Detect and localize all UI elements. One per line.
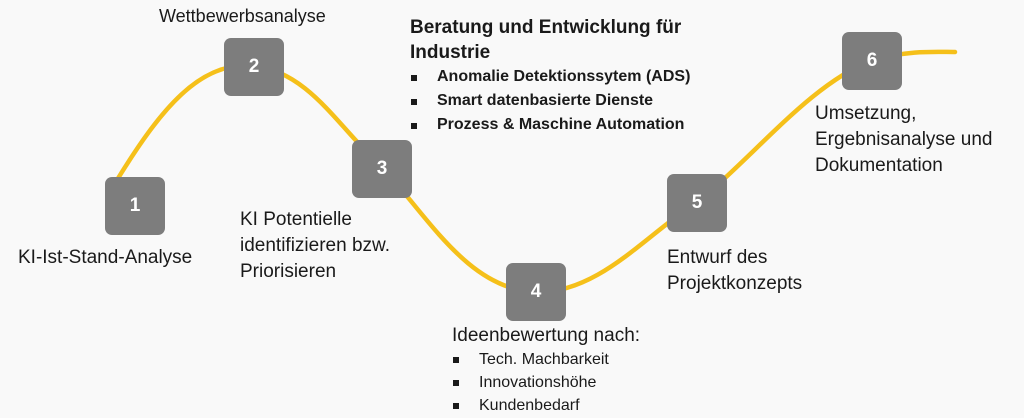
step-4-label-block: Ideenbewertung nach: Tech. Machbarkeit I… xyxy=(452,324,640,417)
step-4-bullet-item: Innovationshöhe xyxy=(452,371,640,394)
highlight-bullet-item: Anomalie Detektionssytem (ADS) xyxy=(410,65,690,89)
step-4-label: Ideenbewertung nach: xyxy=(452,325,641,346)
step-1-box: 1 xyxy=(105,177,165,235)
step-4-bullet-item: Kundenbedarf xyxy=(452,394,640,417)
step-2-label: Wettbewerbsanalyse xyxy=(159,6,326,26)
step-5-label-line-1: Entwurf des xyxy=(667,247,768,268)
step-6-label-line-1: Umsetzung, xyxy=(815,103,917,124)
highlight-block: Beratung und Entwicklung für Industrie A… xyxy=(410,15,690,137)
step-6-label: Umsetzung, Ergebnisanalyse und Dokumenta… xyxy=(815,101,992,179)
highlight-title-line-1: Beratung und Entwicklung für xyxy=(410,17,682,38)
step-1-label: KI-Ist-Stand-Analyse xyxy=(18,247,193,268)
highlight-title-line-2: Industrie xyxy=(410,42,491,63)
step-6-label-line-3: Dokumentation xyxy=(815,155,943,176)
highlight-bullet-item: Smart datenbasierte Dienste xyxy=(410,89,690,113)
step-5-label-line-2: Projektkonzepts xyxy=(667,273,803,294)
step-4-number: 4 xyxy=(530,281,542,302)
step-5-box: 5 xyxy=(667,174,727,232)
step-4-bullet-item: Tech. Machbarkeit xyxy=(452,348,640,371)
highlight-bullet-item: Prozess & Maschine Automation xyxy=(410,113,690,137)
step-3-label-line-1: KI Potentielle xyxy=(240,209,352,230)
step-3-label-line-3: Priorisieren xyxy=(240,261,337,282)
step-3-label: KI Potentielle identifizieren bzw. Prior… xyxy=(240,207,390,285)
step-3-box: 3 xyxy=(352,140,412,198)
step-3-label-line-2: identifizieren bzw. xyxy=(240,235,390,256)
step-6-number: 6 xyxy=(866,50,878,71)
step-1-number: 1 xyxy=(129,195,141,216)
step-2-box: 2 xyxy=(224,38,284,96)
step-5-number: 5 xyxy=(691,192,703,213)
step-5-label: Entwurf des Projektkonzepts xyxy=(667,245,802,297)
highlight-bullet-list: Anomalie Detektionssytem (ADS) Smart dat… xyxy=(410,65,690,137)
step-6-box: 6 xyxy=(842,32,902,90)
step-3-number: 3 xyxy=(376,158,388,179)
step-6-label-line-2: Ergebnisanalyse und xyxy=(815,129,993,150)
step-2-number: 2 xyxy=(248,56,260,77)
step-4-bullet-list: Tech. Machbarkeit Innovationshöhe Kunden… xyxy=(452,348,640,417)
step-4-box: 4 xyxy=(506,263,566,321)
